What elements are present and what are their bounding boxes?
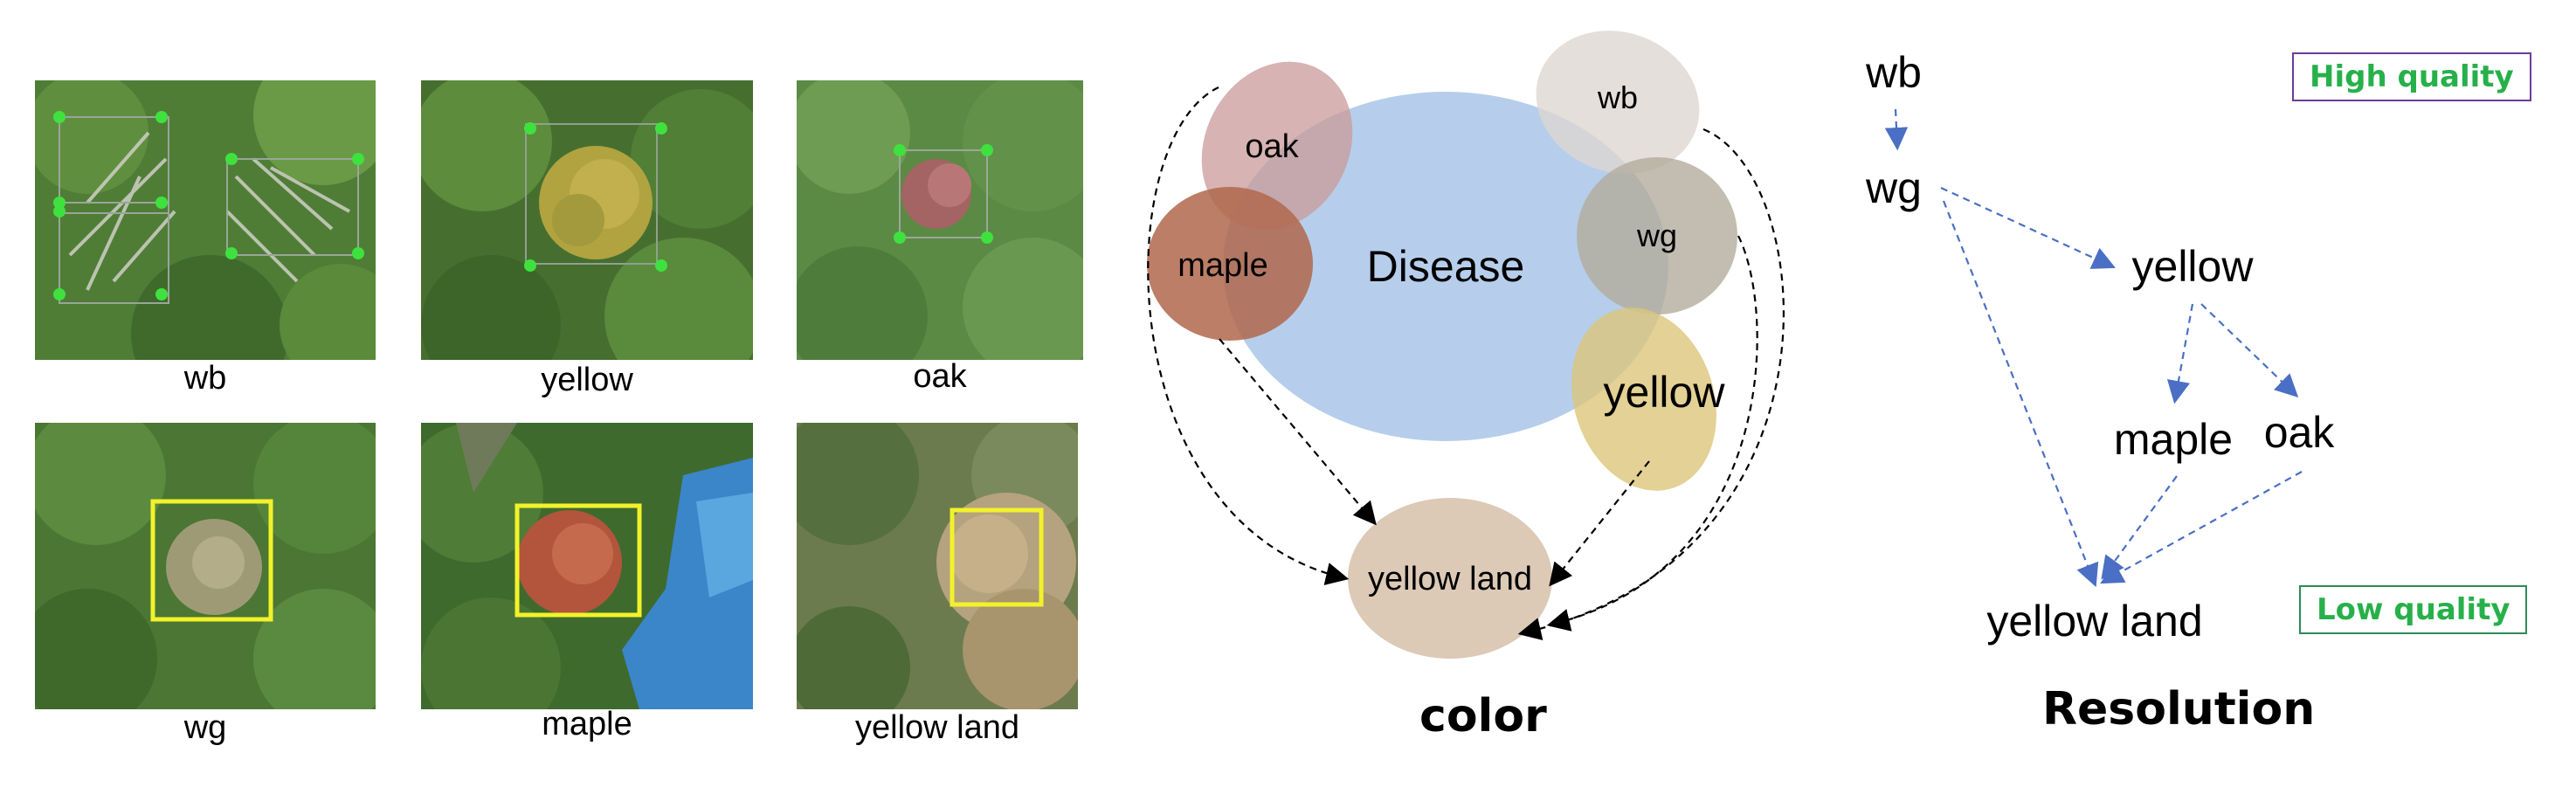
- photo-wg: [35, 423, 376, 709]
- label-yellow: yellow: [1604, 368, 1726, 417]
- high-quality-label: High quality: [2292, 52, 2531, 101]
- caption-oak: oak: [913, 358, 967, 395]
- label-wg: wg: [1636, 218, 1677, 253]
- arrow-wb-to-yellow-land: [1517, 128, 1785, 641]
- arrow-yellow-to-yellow-land: [1549, 460, 1650, 587]
- arrow-maple-to-yellow-land: [1219, 338, 1377, 526]
- ellipse-wb: [1536, 31, 1700, 174]
- photo-oak: [797, 80, 1083, 360]
- resolution-title: Resolution: [2042, 683, 2316, 735]
- photo-wb: [35, 80, 376, 360]
- label-disease: Disease: [1367, 242, 1525, 291]
- photo-yellow: [421, 80, 753, 360]
- photo-yellow-land: [797, 423, 1078, 709]
- caption-wg: wg: [183, 709, 227, 746]
- caption-maple: maple: [542, 706, 632, 742]
- caption-yellow-land: yellow land: [855, 709, 1019, 746]
- low-quality-label: Low quality: [2299, 585, 2528, 634]
- arrow-oak-to-yellow-land: [1147, 86, 1350, 585]
- ellipse-maple: [1147, 187, 1313, 341]
- color-title: color: [1419, 690, 1547, 742]
- caption-wb: wb: [183, 360, 227, 397]
- label-wb: wb: [1597, 79, 1638, 115]
- arrow-wg-to-yellow-land: [1546, 235, 1758, 632]
- photo-maple: [421, 423, 753, 709]
- ellipse-yellow: [1571, 307, 1716, 491]
- ellipse-wg: [1577, 157, 1737, 314]
- label-oak: oak: [1245, 128, 1299, 165]
- label-yellow-land: yellow land: [1368, 561, 1532, 597]
- caption-yellow: yellow: [541, 362, 633, 398]
- ellipse-yellow-land: [1348, 498, 1552, 659]
- label-maple: maple: [1178, 247, 1268, 284]
